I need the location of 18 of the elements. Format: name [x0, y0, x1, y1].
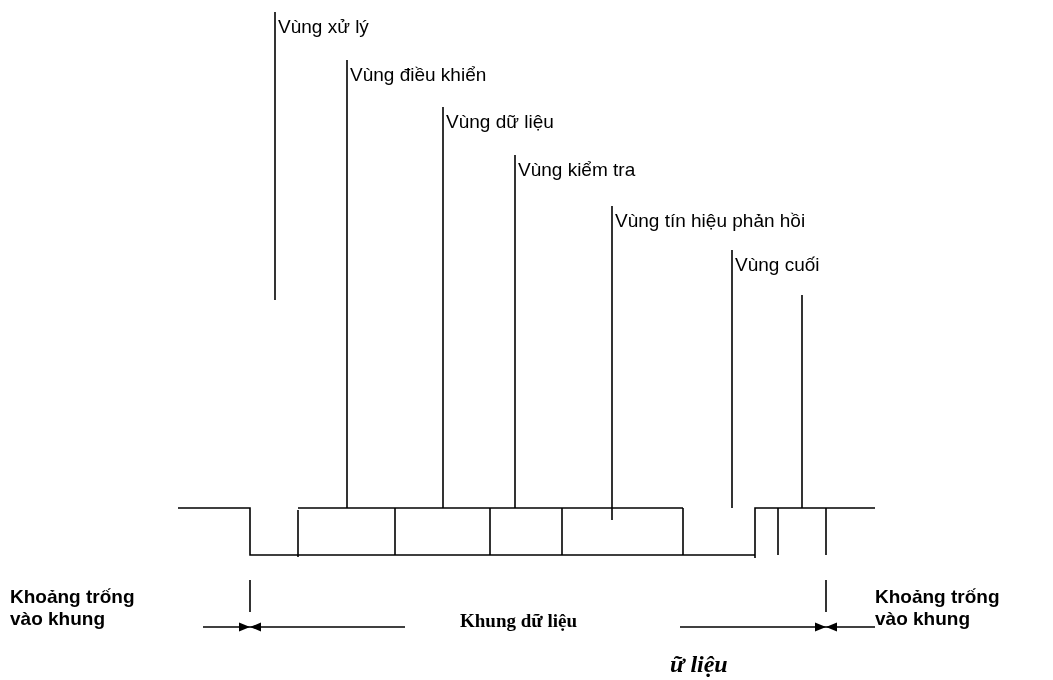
region-label: Vùng tín hiệu phản hồi [615, 210, 806, 232]
leader-line [442, 106, 444, 509]
region-label: Vùng xử lý [278, 16, 369, 38]
caption-fragment: ữ liệu [670, 650, 728, 678]
leader-line [274, 11, 276, 301]
frame-label: Khung dữ liệu [460, 610, 577, 632]
leader-line [611, 205, 613, 521]
leader-line [731, 249, 733, 509]
region-label: Vùng kiểm tra [518, 159, 636, 181]
leader-line [514, 154, 516, 509]
waveform-drawing [177, 507, 876, 559]
leader-line [346, 59, 348, 509]
region-label: Vùng dữ liệu [446, 111, 554, 133]
leader-line [801, 294, 803, 509]
region-label: Vùng cuối [735, 254, 820, 276]
region-label: Vùng điều khiển [350, 64, 487, 86]
gap-label: Khoảng trống vào khung [875, 586, 1001, 630]
gap-label: Khoảng trống vào khung [10, 586, 136, 630]
